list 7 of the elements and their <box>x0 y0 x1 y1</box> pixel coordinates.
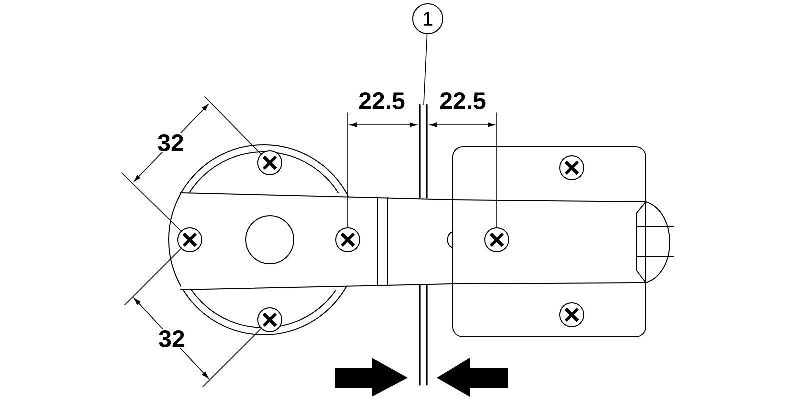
callout-number: 1 <box>412 4 444 34</box>
dimension-label: 22.5 <box>358 92 406 110</box>
dimension-label: 22.5 <box>438 92 488 110</box>
dimension-label: 32 <box>156 134 186 153</box>
glass-pane <box>419 104 428 386</box>
dimension-label: 32 <box>158 330 186 349</box>
leader-line <box>424 34 428 106</box>
